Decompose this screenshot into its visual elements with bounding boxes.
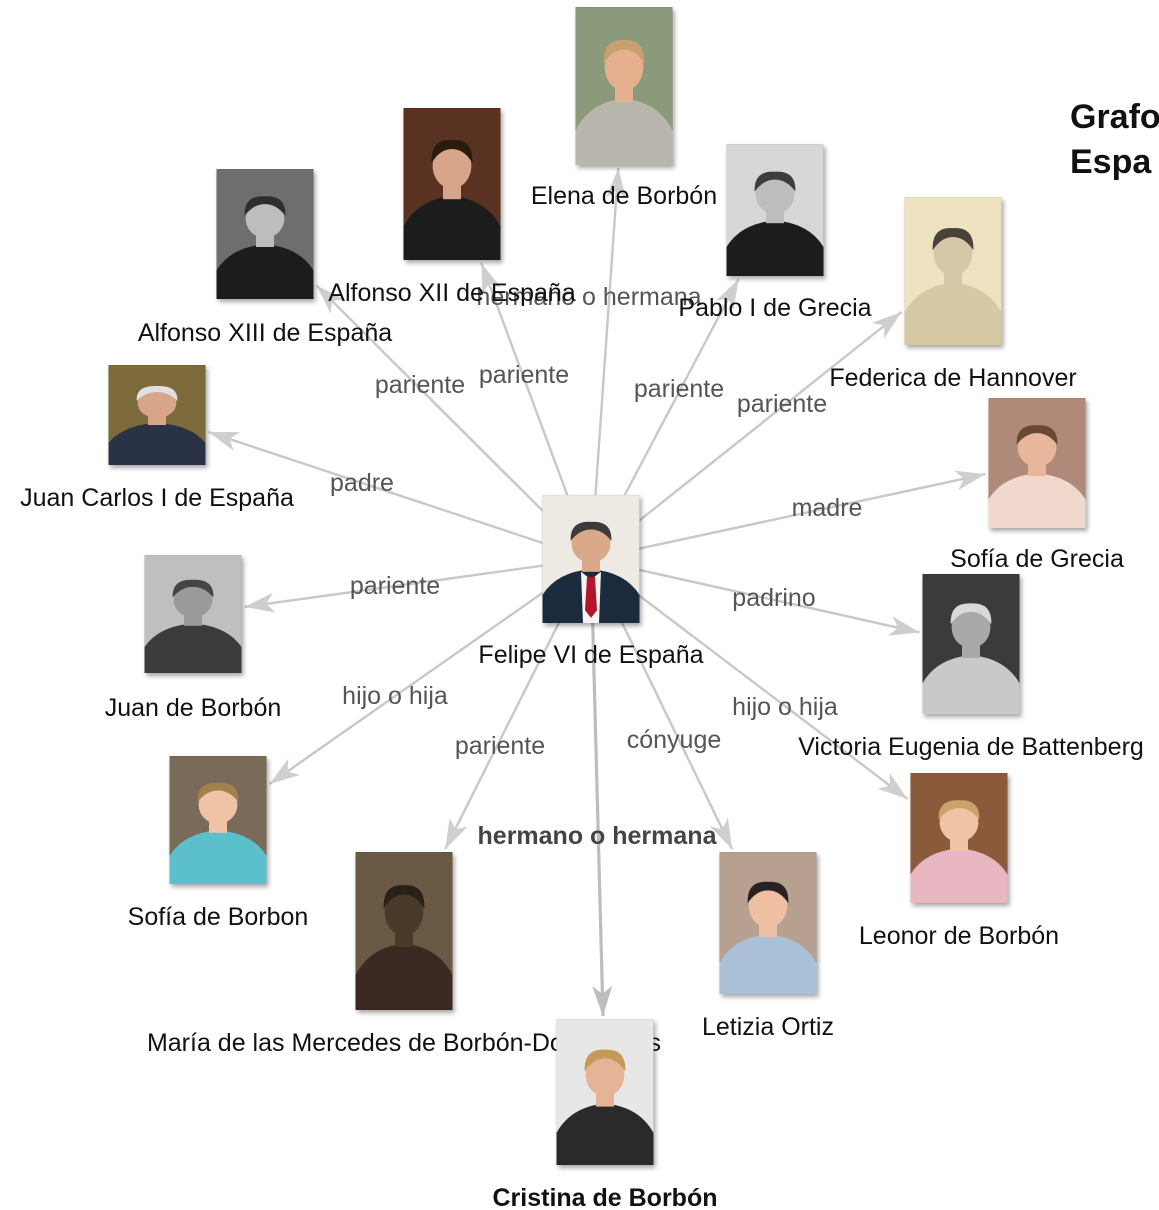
edge-label: pariente bbox=[479, 361, 569, 389]
edge-sofia_borbon bbox=[268, 563, 584, 785]
edge-cristina bbox=[589, 568, 613, 1017]
portrait-alfonso12[interactable] bbox=[403, 108, 501, 260]
node-label: Juan de Borbón bbox=[105, 694, 282, 722]
edge-label: padre bbox=[330, 469, 394, 497]
arrowhead-icon bbox=[709, 817, 733, 849]
node-label: Leonor de Borbón bbox=[859, 922, 1059, 950]
node-federica-de-hannover[interactable]: Federica de Hannover bbox=[829, 197, 1077, 392]
node-cristina-de-borbon[interactable]: Cristina de Borbón bbox=[492, 1019, 718, 1210]
arrowhead-icon bbox=[715, 279, 739, 311]
portrait-letizia[interactable] bbox=[719, 852, 817, 994]
arrowhead-icon bbox=[592, 985, 613, 1016]
edge-label: hijo o hija bbox=[342, 682, 448, 710]
node-label: Pablo I de Grecia bbox=[678, 294, 871, 322]
node-letizia-ortiz[interactable]: Letizia Ortiz bbox=[702, 852, 834, 1041]
node-alfonso-xii-de-espana[interactable]: Alfonso XII de España bbox=[328, 108, 576, 307]
edge-label: pariente bbox=[350, 572, 440, 600]
portrait-center[interactable] bbox=[542, 495, 640, 623]
portrait-alfonso13[interactable] bbox=[216, 169, 314, 299]
edge-leonor bbox=[598, 564, 909, 800]
portrait-sofia_grecia[interactable] bbox=[988, 398, 1086, 528]
portrait-victoria[interactable] bbox=[922, 574, 1020, 714]
node-elena-de-borbon[interactable]: Elena de Borbón bbox=[531, 7, 717, 210]
node-label: Juan Carlos I de España bbox=[20, 484, 294, 512]
edge-juan bbox=[244, 559, 582, 613]
edge-line bbox=[598, 564, 909, 800]
edge-label: madre bbox=[792, 494, 863, 522]
edge-victoria bbox=[600, 560, 920, 636]
arrowhead-icon bbox=[888, 616, 920, 636]
graph-title-line-2: Espa bbox=[1070, 143, 1152, 181]
arrowhead-icon bbox=[877, 772, 908, 799]
node-juan-de-borbon[interactable]: Juan de Borbón bbox=[105, 555, 282, 722]
portrait-leonor[interactable] bbox=[910, 773, 1008, 903]
edge-line bbox=[244, 559, 582, 609]
edge-label: hermano o hermana bbox=[476, 283, 701, 311]
edge-labels-layer: hermano o hermana pariente pariente madre pa… bbox=[330, 283, 862, 850]
arrowhead-icon bbox=[606, 168, 627, 199]
portrait-juan_carlos[interactable] bbox=[108, 365, 206, 465]
edge-line bbox=[208, 430, 582, 557]
portrait-elena[interactable] bbox=[575, 7, 673, 165]
portrait-pablo[interactable] bbox=[726, 144, 824, 276]
node-label: Alfonso XII de España bbox=[328, 279, 575, 307]
arrowhead-icon bbox=[445, 817, 468, 849]
edge-elena bbox=[590, 167, 627, 550]
node-center[interactable]: Felipe VI de España bbox=[478, 495, 704, 669]
nodes-layer: Felipe VI de España Elena de BorbónPablo … bbox=[20, 7, 1144, 1210]
edge-label: cónyuge bbox=[627, 726, 722, 754]
edge-label: pariente bbox=[455, 732, 545, 760]
portrait-federica[interactable] bbox=[904, 197, 1002, 345]
arrowhead-icon bbox=[954, 470, 986, 491]
edge-label: padrino bbox=[732, 584, 815, 612]
arrowhead-icon bbox=[244, 592, 276, 613]
node-label: Alfonso XIII de España bbox=[138, 319, 392, 347]
edge-label: hermano o hermana bbox=[478, 822, 718, 850]
portrait-sofia_borbon[interactable] bbox=[169, 756, 267, 884]
graph-title-line-1: Grafo bbox=[1070, 98, 1159, 136]
node-label: Victoria Eugenia de Battenberg bbox=[798, 733, 1144, 761]
node-sofia-de-grecia[interactable]: Sofía de Grecia bbox=[950, 398, 1124, 573]
node-label: Sofía de Grecia bbox=[950, 545, 1124, 573]
edge-label: pariente bbox=[375, 371, 465, 399]
node-label-center: Felipe VI de España bbox=[478, 641, 703, 669]
node-juan-carlos-i-de-espana[interactable]: Juan Carlos I de España bbox=[20, 365, 294, 512]
edge-line bbox=[598, 311, 903, 554]
edge-line bbox=[315, 284, 585, 553]
graph-title: Grafo Espa bbox=[1070, 95, 1159, 185]
edge-juan_carlos bbox=[208, 430, 582, 557]
edge-line bbox=[590, 167, 620, 550]
node-victoria-eugenia-de-battenberg[interactable]: Victoria Eugenia de Battenberg bbox=[798, 574, 1144, 761]
arrowhead-icon bbox=[481, 263, 502, 295]
portrait-juan[interactable] bbox=[144, 555, 242, 673]
arrowhead-icon bbox=[871, 311, 902, 339]
node-sofia-de-borbon[interactable]: Sofía de Borbon bbox=[128, 756, 309, 931]
edge-label: pariente bbox=[737, 390, 827, 418]
node-label: Letizia Ortiz bbox=[702, 1013, 834, 1041]
arrowhead-icon bbox=[208, 432, 241, 452]
edge-line bbox=[600, 472, 986, 559]
arrowhead-icon bbox=[269, 758, 300, 784]
arrowhead-icon bbox=[316, 285, 345, 314]
node-label: Federica de Hannover bbox=[829, 364, 1076, 392]
node-label: Sofía de Borbon bbox=[128, 903, 309, 931]
portrait-mercedes[interactable] bbox=[355, 852, 453, 1010]
node-alfonso-xiii-de-espana[interactable]: Alfonso XIII de España bbox=[138, 169, 392, 347]
node-label: Cristina de Borbón bbox=[492, 1184, 717, 1210]
edge-label: hijo o hija bbox=[732, 693, 838, 721]
edge-line bbox=[589, 568, 605, 1017]
node-pablo-i-de-grecia[interactable]: Pablo I de Grecia bbox=[678, 144, 872, 322]
edges-layer bbox=[208, 167, 986, 1017]
node-label: Elena de Borbón bbox=[531, 182, 717, 210]
edge-label: pariente bbox=[634, 375, 724, 403]
edge-line bbox=[600, 560, 920, 634]
node-leonor-de-borbon[interactable]: Leonor de Borbón bbox=[859, 773, 1059, 950]
edge-sofia_grecia bbox=[600, 470, 986, 559]
edge-line bbox=[268, 563, 584, 785]
edge-alfonso13 bbox=[315, 284, 585, 553]
portrait-cristina[interactable] bbox=[556, 1019, 654, 1165]
edge-federica bbox=[598, 311, 903, 554]
